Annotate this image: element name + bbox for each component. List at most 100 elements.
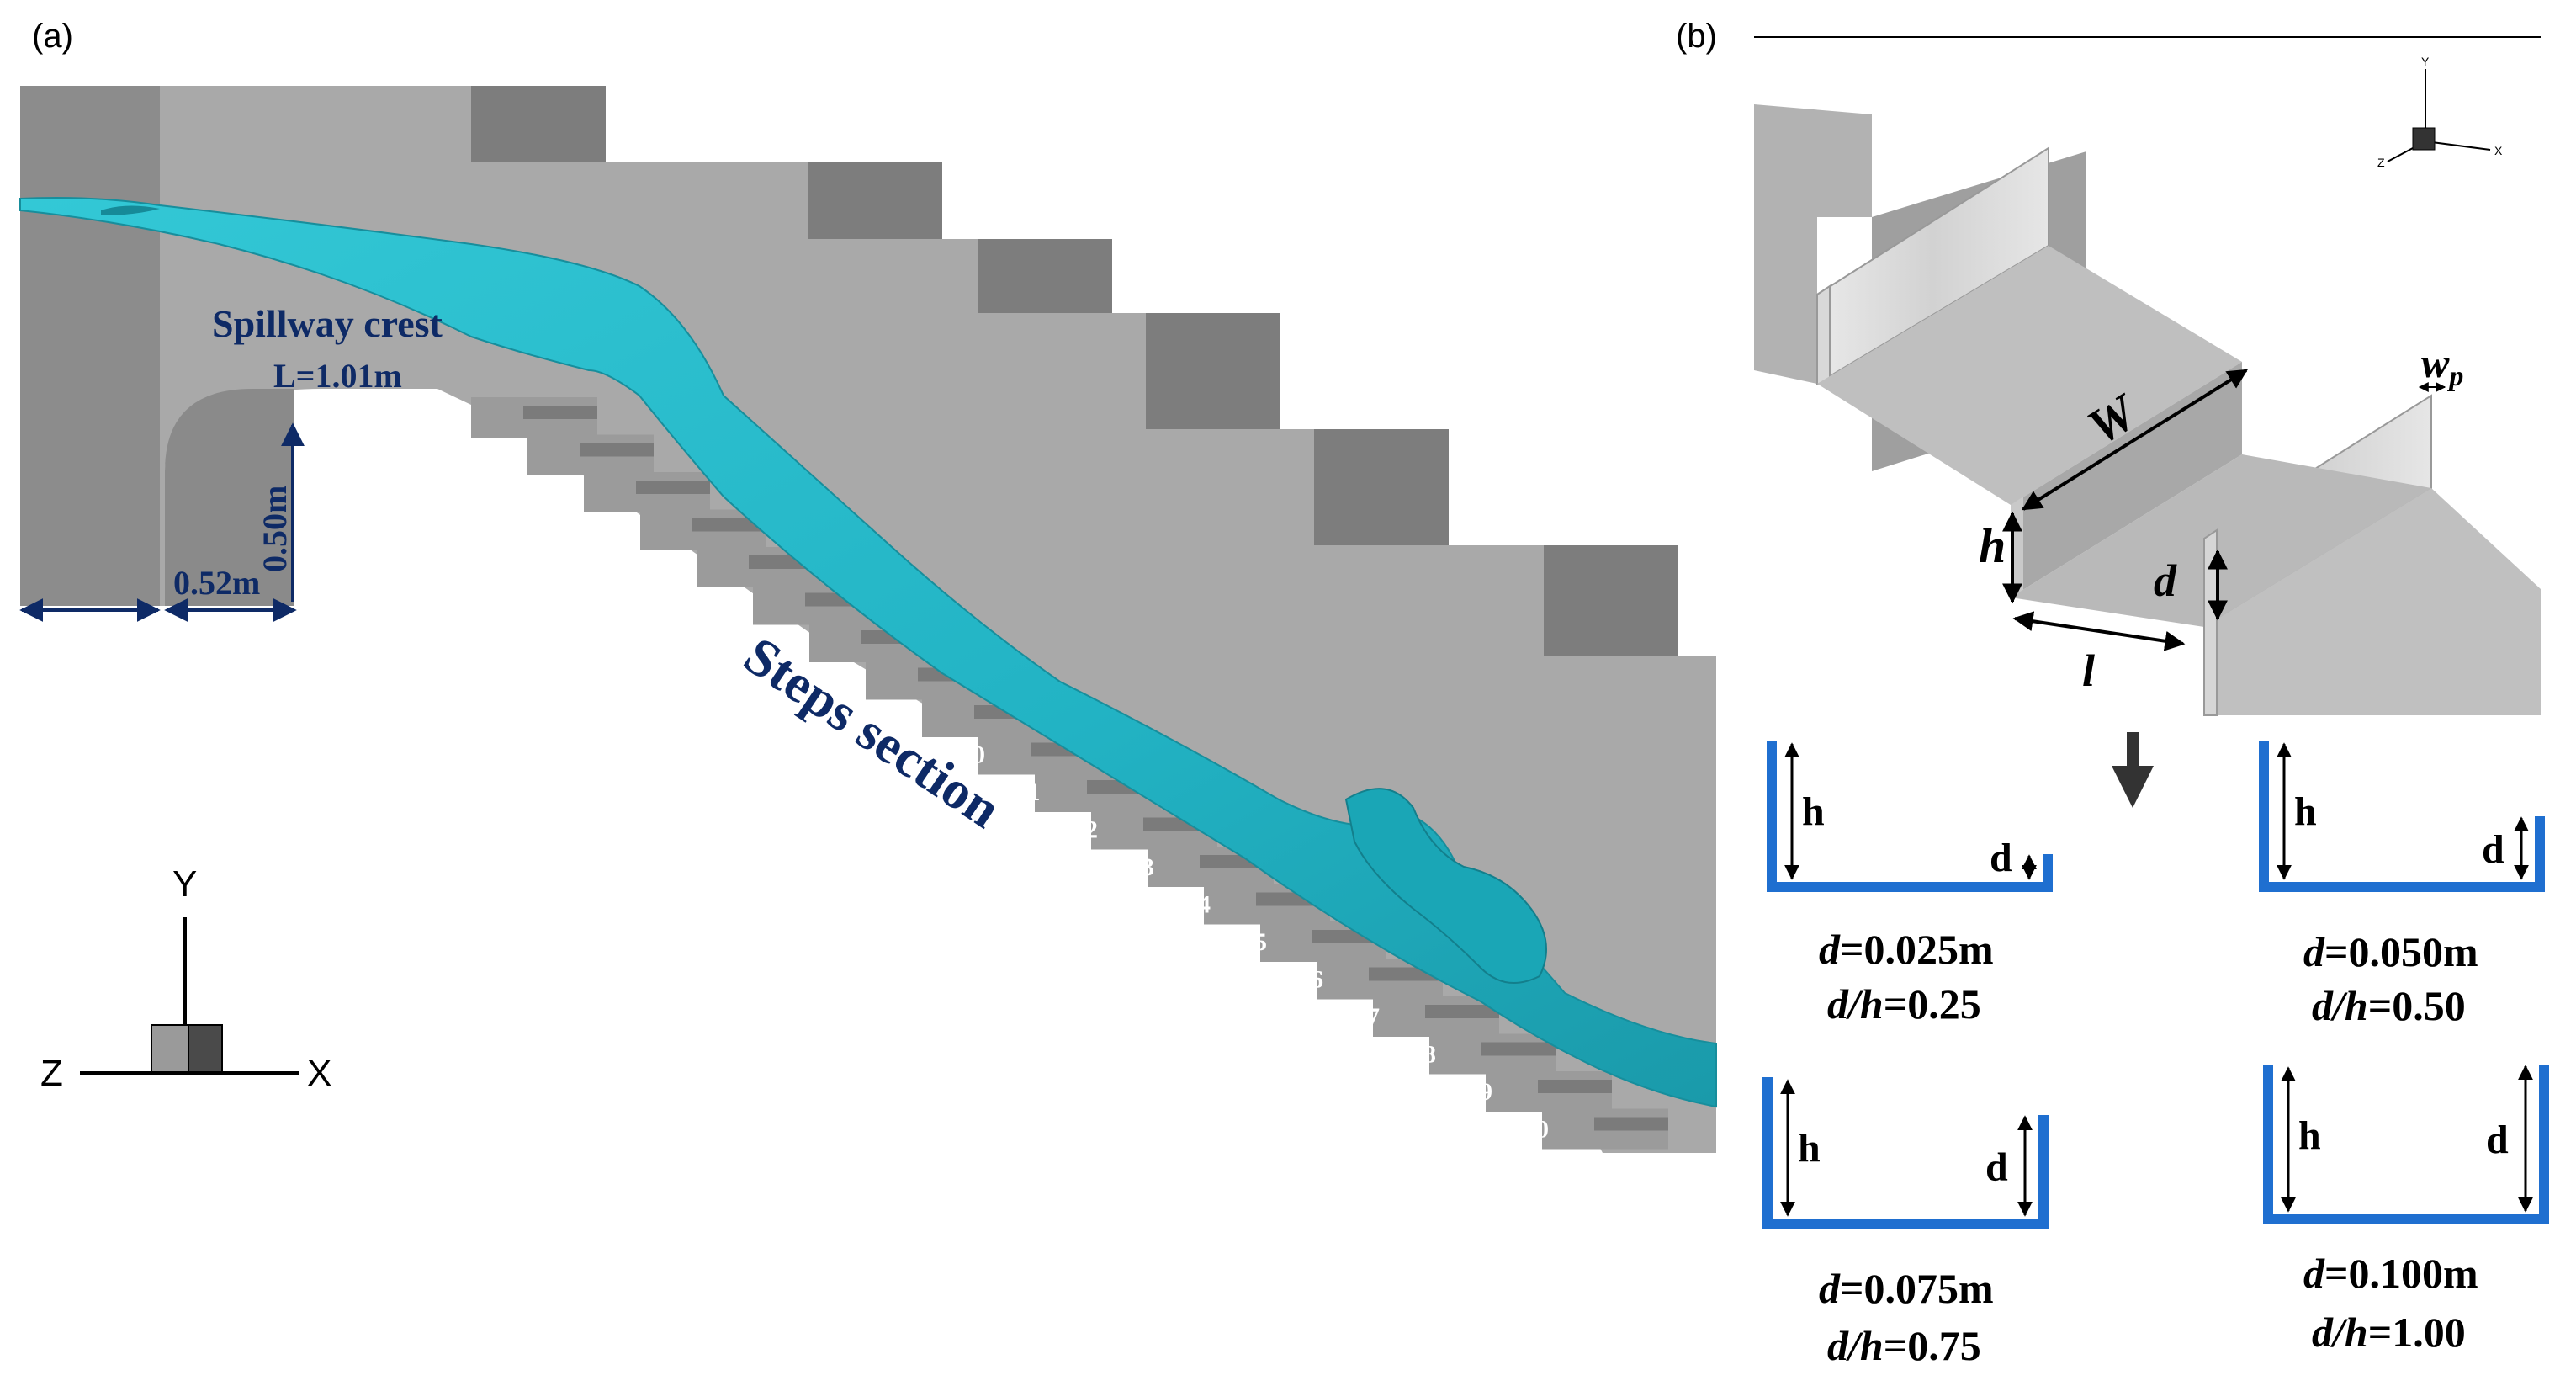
height-dimension-label: 0.50m [256, 486, 294, 572]
case-d-value: d=0.100m [2303, 1250, 2478, 1297]
l-arrow [2012, 611, 2186, 651]
water-turbulence [1344, 788, 1547, 984]
profile-h-label: h [2298, 1113, 2321, 1158]
water-flow [19, 197, 1717, 1108]
step-number: 12 [1073, 816, 1098, 844]
width-W-arrow [2021, 369, 2249, 511]
profile-d-label: d [1985, 1145, 2008, 1190]
profile-h-label: h [1802, 789, 1825, 834]
dark-block [1314, 429, 1449, 545]
axes-cube-light [151, 1024, 189, 1073]
mini-axis-y: Y [2421, 55, 2430, 68]
step-number: 18 [1411, 1041, 1436, 1069]
panel-b: (b) W wp h d l [1676, 18, 2549, 1369]
panel-a-label: (a) [32, 18, 73, 55]
profile-h-label: h [2294, 789, 2317, 834]
channel-3d-view [1754, 104, 2541, 716]
profile-d-label: d [2482, 827, 2504, 872]
down-arrow-icon [2112, 732, 2154, 808]
mini-axis-z: Z [2377, 156, 2385, 169]
crest-pocket [165, 389, 294, 606]
step-edge-shadow [1425, 1005, 1499, 1018]
water-crest-shadow [101, 205, 160, 215]
crest-length: L=1.01m [273, 357, 402, 395]
step-edge-shadow [1538, 1080, 1612, 1093]
symbol-l: l [2082, 645, 2095, 696]
step-edge-shadow [692, 518, 766, 532]
axis-x-label: X [307, 1053, 331, 1094]
profile-case: h d d=0.050m d/h=0.50 [2259, 741, 2545, 1029]
case-ratio-value: d/h=0.25 [1827, 980, 1981, 1028]
case-ratio-value: d/h=0.50 [2312, 982, 2466, 1029]
step-edge-shadow [523, 406, 597, 419]
step-number: 2 [509, 442, 522, 470]
profile-left-wall [2259, 741, 2269, 892]
step-number: 15 [1242, 928, 1267, 956]
case-ratio-value: d/h=1.00 [2312, 1309, 2466, 1356]
profile-case: h d d=0.075m d/h=0.75 [1762, 1077, 2049, 1369]
step-edge-shadow [1481, 1042, 1556, 1056]
step-edge-shadow [580, 443, 654, 457]
step-number: 1 [453, 404, 465, 432]
profile-right-wall [2038, 1115, 2049, 1229]
step-number: 10 [960, 741, 985, 769]
profile-floor [1762, 1219, 2049, 1229]
step-number: 7 [791, 629, 803, 656]
width-dimension-label: 0.52m [173, 564, 260, 602]
step-number: 14 [1185, 891, 1211, 919]
step-number: 20 [1524, 1116, 1549, 1144]
axes-indicator: Y Z X [40, 863, 331, 1094]
panel-b-label: (b) [1676, 18, 1717, 55]
profile-cases: h d d=0.025m d/h=0.25 h d d=0.050m d/h=0.50 h d d=… [1762, 741, 2549, 1369]
case-ratio-value: d/h=0.75 [1827, 1322, 1981, 1369]
step-number: 6 [734, 592, 747, 619]
dark-block [20, 86, 160, 606]
profile-right-wall [2535, 816, 2545, 892]
profile-right-wall [2539, 1065, 2549, 1224]
profile-case: h d d=0.025m d/h=0.25 [1767, 741, 2053, 1028]
step-number: 16 [1298, 966, 1323, 994]
step-number: 4 [622, 517, 634, 544]
profile-h-label: h [1798, 1126, 1821, 1171]
dark-block [808, 162, 942, 239]
profile-left-wall [1762, 1077, 1773, 1229]
axis-y-label: Y [172, 863, 197, 905]
dark-block [1146, 313, 1280, 429]
axes-cube-dark [188, 1024, 223, 1073]
axis-z-label: Z [40, 1053, 63, 1094]
step-number: 9 [904, 704, 916, 731]
profile-d-label: d [2486, 1118, 2509, 1162]
step-number: 13 [1129, 853, 1154, 881]
profile-d-label: d [1990, 836, 2012, 880]
dark-block [978, 239, 1112, 313]
dark-block [1544, 545, 1678, 656]
step-edge-shadow [636, 481, 710, 494]
profile-right-wall [2043, 854, 2053, 892]
symbol-d: d [2154, 555, 2177, 606]
symbol-wp: wp [2421, 339, 2463, 392]
profile-left-wall [2263, 1065, 2273, 1224]
step-number: 8 [847, 666, 860, 694]
case-d-value: d=0.025m [1819, 926, 1994, 973]
spillway-crest-title: Spillway crest [212, 302, 443, 345]
mini-axis-x: X [2494, 144, 2503, 157]
symbol-h: h [1979, 518, 2006, 573]
case-d-value: d=0.075m [1819, 1265, 1994, 1312]
step-number: 5 [678, 554, 691, 581]
profile-case: h d d=0.100m d/h=1.00 [2263, 1065, 2549, 1356]
profile-floor [2259, 882, 2545, 892]
step-number: 19 [1467, 1078, 1492, 1106]
step-edge-shadow [1594, 1117, 1668, 1131]
step-number: 17 [1354, 1003, 1380, 1031]
case-d-value: d=0.050m [2303, 928, 2478, 975]
profile-left-wall [1767, 741, 1777, 892]
dark-block [471, 86, 606, 162]
mini-axes: Y Z X [2377, 55, 2503, 169]
profile-floor [2263, 1214, 2549, 1224]
profile-floor [1767, 882, 2053, 892]
step-number: 11 [1016, 778, 1040, 806]
step-number: 3 [565, 479, 578, 507]
